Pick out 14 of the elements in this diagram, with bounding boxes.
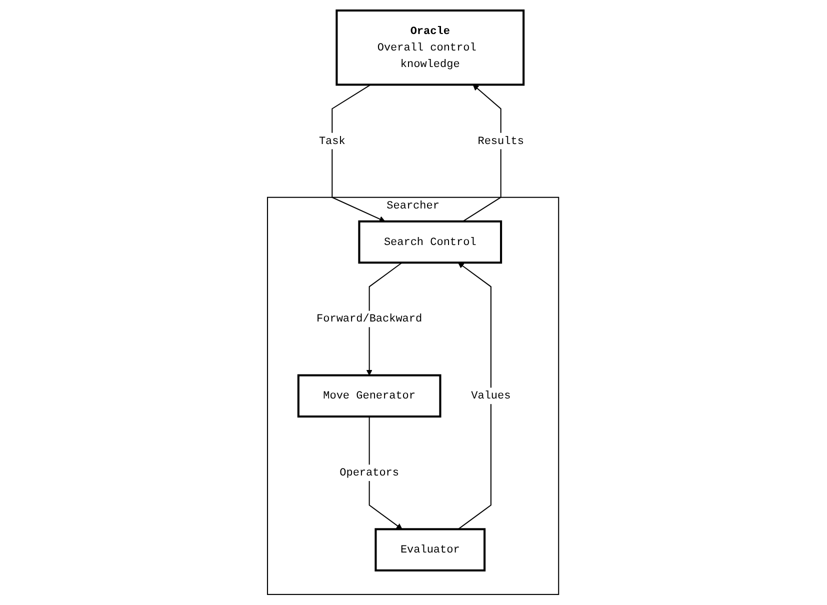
arrow <box>458 262 492 530</box>
arrow <box>366 262 403 376</box>
edge-label: Forward/Backward <box>316 312 423 326</box>
edge-label: Values <box>472 390 512 402</box>
edge-label: Operators <box>340 466 400 480</box>
arrow <box>462 84 502 222</box>
arrow <box>332 84 386 222</box>
edge-label: Task <box>319 134 346 148</box>
node-box: Oracle Overall control knowledge <box>336 9 526 86</box>
arrow <box>369 416 403 530</box>
edge-label: Results <box>478 134 524 148</box>
node-box: Move Generator <box>298 374 442 418</box>
node-box: Search Control <box>358 220 502 264</box>
node-box: Evaluator <box>375 528 486 572</box>
